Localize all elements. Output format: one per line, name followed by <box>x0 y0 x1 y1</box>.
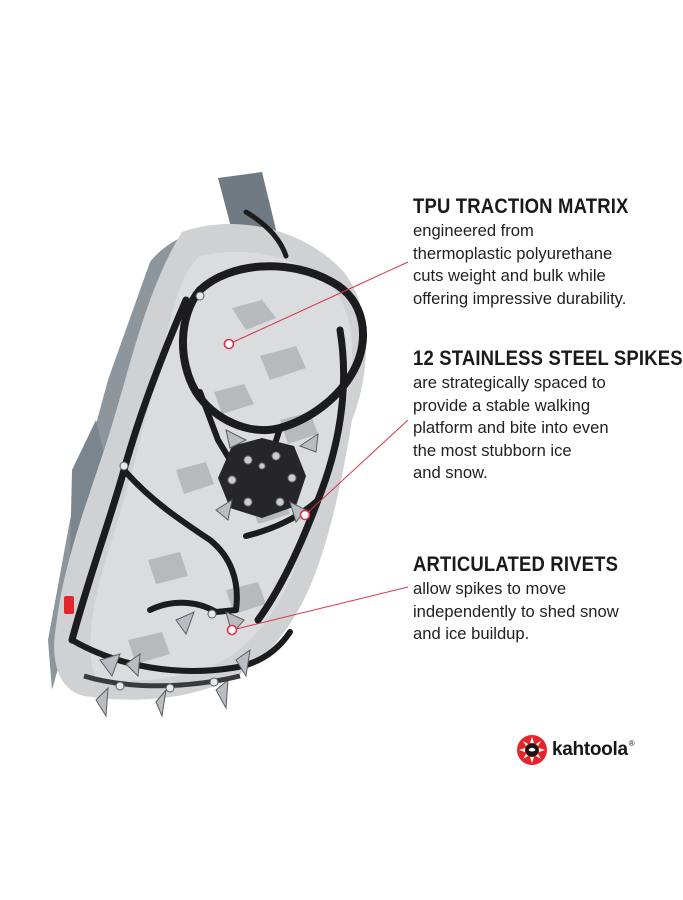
feature-line: engineered from <box>413 221 534 240</box>
feature-line: and ice buildup. <box>413 624 530 643</box>
feature-line: are strategically spaced to <box>413 373 606 392</box>
brand-logo: kahtoola ® <box>515 733 635 767</box>
feature-description: engineered from thermoplastic polyuretha… <box>413 220 658 310</box>
kahtoola-logo-icon <box>517 735 547 765</box>
feature-line: and snow. <box>413 463 488 482</box>
feature-tpu-traction-matrix: TPU TRACTION MATRIX engineered from ther… <box>413 193 658 310</box>
feature-description: are strategically spaced to provide a st… <box>413 372 658 485</box>
harness-heel-loop <box>178 262 368 435</box>
steel-spikes <box>95 429 319 718</box>
callout-dots <box>223 338 311 636</box>
feature-description: allow spikes to move independently to sh… <box>413 578 658 646</box>
feature-line: thermoplastic polyurethane <box>413 243 613 263</box>
feature-title: TPU TRACTION MATRIX <box>413 194 629 218</box>
feature-line: offering impressive durability. <box>413 288 627 308</box>
feature-line: cuts weight and bulk while <box>413 266 606 285</box>
feature-line: provide a stable walking <box>413 395 591 415</box>
feature-line: independently to shed snow <box>413 601 619 621</box>
brand-name: kahtoola <box>552 739 628 760</box>
callout-lines <box>228 261 409 631</box>
feature-line: allow spikes to move <box>413 579 567 598</box>
feature-stainless-steel-spikes: 12 STAINLESS STEEL SPIKES are strategica… <box>413 345 683 485</box>
traction-device-product-image <box>48 172 409 718</box>
feature-line: the most stubborn ice <box>413 440 572 460</box>
center-spike-plate <box>218 438 306 518</box>
feature-line: platform and bite into even <box>413 418 609 437</box>
harness-red-tab <box>64 596 74 614</box>
feature-title: 12 STAINLESS STEEL SPIKES <box>413 346 683 370</box>
registered-mark: ® <box>628 739 635 748</box>
feature-articulated-rivets: ARTICULATED RIVETS allow spikes to move … <box>413 551 658 646</box>
feature-title: ARTICULATED RIVETS <box>413 552 619 576</box>
